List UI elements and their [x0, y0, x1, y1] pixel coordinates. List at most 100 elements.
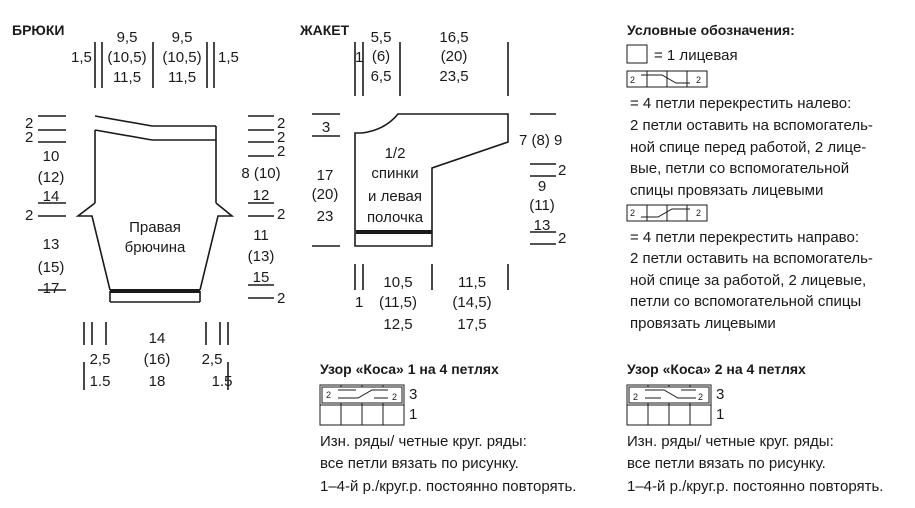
jacket-top-ticks — [354, 42, 509, 96]
trousers-top-b-1: 9,5 — [172, 29, 193, 46]
legend-left-cross-1: = 4 петли перекрестить налево: — [630, 95, 851, 112]
cable-1-note-1: Изн. ряды/ четные круг. ряды: — [320, 433, 527, 450]
trousers-right-upper-2: 12 — [253, 187, 270, 204]
legend-right-cross-4: петли со вспомогательной спицы — [630, 293, 861, 310]
cable-2-note-1: Изн. ряды/ четные круг. ряды: — [627, 433, 834, 450]
jacket-right-body-3: 13 — [534, 217, 551, 234]
jacket-left-body-1: 17 — [317, 167, 334, 184]
cable-2-symbol-num-right: 2 — [698, 392, 703, 402]
legend-left-cross-2: 2 петли оставить на вспомогатель- — [630, 117, 873, 134]
jacket-top-neck-3: 6,5 — [371, 68, 392, 85]
jacket-left-body-3: 23 — [317, 208, 334, 225]
jacket-left-top: 3 — [322, 119, 330, 136]
knit-stitch-square — [626, 44, 648, 64]
trousers-right-top-a: 2 — [277, 115, 285, 132]
right-cross-num-right: 2 — [696, 208, 701, 218]
trousers-right-lower-3: 15 — [253, 269, 270, 286]
legend-right-cross-2: 2 петли оставить на вспомогатель- — [630, 250, 873, 267]
jacket-left-ticks — [312, 113, 340, 247]
cable-2-symbol-num-left: 2 — [633, 392, 638, 402]
cable-1-note-3: 1–4-й р./круг.р. постоянно повторять. — [320, 478, 576, 495]
cable-1-title: Узор «Коса» 1 на 4 петлях — [320, 361, 499, 377]
trousers-top-b-2: (10,5) — [162, 49, 201, 66]
trousers-left-ticks — [38, 115, 66, 291]
jacket-bottom-b-1: 11,5 — [458, 274, 486, 291]
trousers-label-2: брючина — [125, 239, 186, 256]
trousers-left-lower-2: (15) — [38, 259, 65, 276]
trousers-bottom-left-2: 1.5 — [90, 373, 111, 390]
trousers-bottom-right-2: 1.5 — [212, 373, 233, 390]
legend-right-cross-1: = 4 петли перекрестить направо: — [630, 229, 859, 246]
jacket-right-body-2: (11) — [529, 197, 555, 214]
jacket-right-sleeve: 7 (8) 9 — [519, 132, 562, 149]
trousers-bottom-left-1: 2,5 — [90, 351, 111, 368]
trousers-left-top-a: 2 — [25, 115, 33, 132]
trousers-top-ticks — [94, 42, 215, 88]
jacket-title: ЖАКЕТ — [299, 22, 350, 38]
trousers-right-upper-1: 8 (10) — [241, 165, 280, 182]
trousers-top-left-edge: 1,5 — [71, 49, 92, 66]
cable-1-note-2: все петли вязать по рисунку. — [320, 455, 519, 472]
trousers-bottom-center-3: 18 — [149, 373, 166, 390]
cable-2-note-3: 1–4-й р./круг.р. постоянно повторять. — [627, 478, 883, 495]
jacket-top-shoulder-3: 23,5 — [439, 68, 468, 85]
cable-1-symbol-num-right: 2 — [392, 392, 397, 402]
jacket-top-left-edge: 1 — [355, 49, 363, 66]
trousers-left-top-b: 2 — [25, 129, 33, 146]
cable-2-row-1: 1 — [716, 406, 724, 423]
trousers-left-upper-2: (12) — [38, 169, 65, 186]
trousers-top-a-2: (10,5) — [107, 49, 146, 66]
jacket-top-shoulder-2: (20) — [441, 48, 468, 65]
cable-2-note-2: все петли вязать по рисунку. — [627, 455, 826, 472]
trousers-right-top-b: 2 — [277, 129, 285, 146]
trousers-left-upper-1: 10 — [43, 148, 60, 165]
trousers-bottom-center-2: (16) — [144, 351, 171, 368]
jacket-label-2: спинки — [371, 165, 418, 182]
left-cross-symbol: 2 2 — [626, 70, 708, 88]
legend-right-cross-5: провязать лицевыми — [630, 315, 776, 332]
jacket-right-a: 2 — [558, 162, 566, 179]
jacket-bottom-a-2: (11,5) — [379, 294, 417, 311]
cable-1-section: Узор «Коса» 1 на 4 петлях 2 2 3 1 Изн. р… — [319, 361, 576, 495]
trousers-left-lower-1: 13 — [43, 236, 60, 253]
jacket-bottom-a-1: 10,5 — [383, 274, 412, 291]
trousers-label-1: Правая — [129, 219, 181, 236]
cable-1-row-1: 1 — [409, 406, 417, 423]
cable-2-section: Узор «Коса» 2 на 4 петлях 2 2 3 1 Изн. р… — [626, 361, 883, 495]
legend-section: Условные обозначения: = 1 лицевая 2 2 = … — [626, 22, 873, 332]
legend-left-cross-4: вые, петли со вспомогательной — [630, 160, 849, 177]
jacket-label-1: 1/2 — [385, 145, 406, 162]
jacket-right-body-1: 9 — [538, 178, 546, 195]
trousers-title: БРЮКИ — [12, 22, 64, 38]
trousers-left-upper-3: 14 — [43, 188, 60, 205]
trousers-top-a-1: 9,5 — [117, 29, 138, 46]
jacket-right-ticks — [530, 113, 556, 245]
legend-right-cross-3: ной спице за работой, 2 лицевые, — [630, 272, 866, 289]
jacket-left-body-2: (20) — [312, 186, 339, 203]
cable-1-symbol-num-left: 2 — [326, 390, 331, 400]
jacket-label-3: и левая — [368, 188, 422, 205]
jacket-right-b: 2 — [558, 230, 566, 247]
jacket-bottom-ticks — [354, 264, 509, 290]
jacket-bottom-b-3: 17,5 — [457, 316, 486, 333]
cable-2-title: Узор «Коса» 2 на 4 петлях — [627, 361, 806, 377]
legend-left-cross-3: ной спице перед работой, 2 лице- — [630, 139, 866, 156]
trousers-top-b-3: 11,5 — [168, 69, 196, 86]
trousers-top-right-edge: 1,5 — [218, 49, 239, 66]
cable-2-cross-symbol: 2 2 — [628, 386, 710, 404]
trousers-bottom-center-1: 14 — [149, 330, 166, 347]
jacket-schematic: ЖАКЕТ 1 5,5 (6) 6,5 16,5 (20) 23,5 1/2 с… — [299, 22, 566, 333]
cable-1-row-3: 3 — [409, 386, 417, 403]
trousers-right-lower-2: (13) — [248, 248, 275, 265]
legend-title: Условные обозначения: — [627, 22, 795, 38]
trousers-left-lower-3: 17 — [43, 280, 60, 297]
trousers-right-mid: 2 — [277, 206, 285, 223]
right-cross-symbol: 2 2 — [626, 204, 708, 222]
trousers-bottom-right-1: 2,5 — [202, 351, 223, 368]
left-cross-num-left: 2 — [630, 75, 635, 85]
trousers-left-mid: 2 — [25, 207, 33, 224]
trousers-schematic: БРЮКИ 1,5 9,5 (10,5) 11,5 9,5 (10,5) 11,… — [12, 22, 285, 390]
jacket-top-neck-1: 5,5 — [371, 29, 392, 46]
trousers-top-a-3: 11,5 — [113, 69, 141, 86]
